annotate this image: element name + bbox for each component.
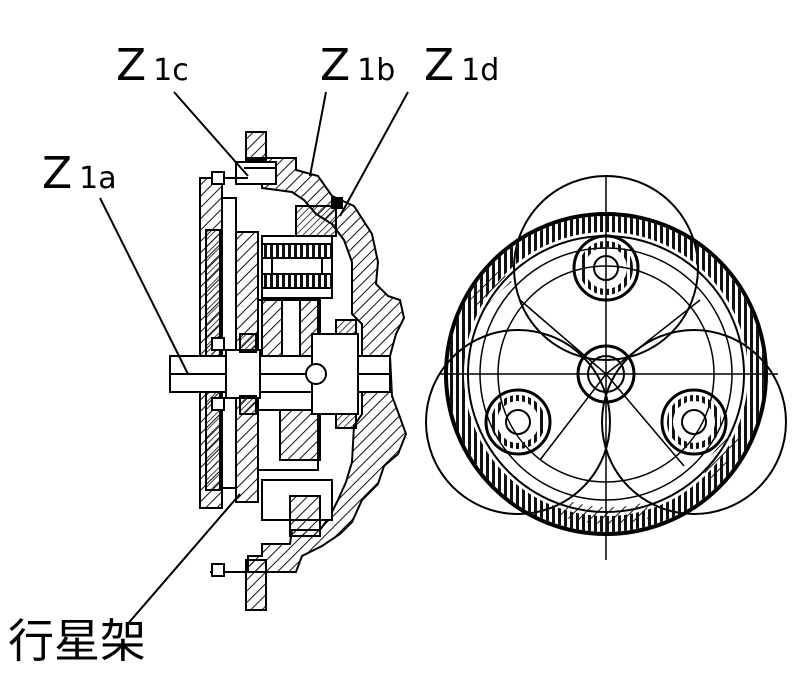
top-bolt [245, 131, 267, 161]
ring-gear-top [295, 205, 337, 237]
label-z1a-sub: 1a [79, 161, 117, 196]
planet-bearing-right [660, 388, 728, 456]
label-z1d-main: Z [424, 40, 456, 91]
leader-lines [99, 91, 409, 627]
housing-section [247, 157, 408, 573]
sun-gear [576, 344, 636, 404]
ring-gear-outer [444, 212, 768, 536]
planet-bearing-left [484, 388, 552, 456]
label-z1d-sub: 1d [461, 53, 500, 88]
planet-bearing-top [572, 234, 640, 302]
label-z1b-sub: 1b [357, 53, 396, 88]
planet-outline-left [425, 329, 611, 515]
label-z1c-main: Z [116, 40, 148, 91]
planet-outline-right [601, 329, 787, 515]
label-z1b-main: Z [320, 40, 352, 91]
label-planet-carrier: 行星架 [8, 614, 146, 668]
front-view [425, 175, 787, 560]
planet-outline-top [513, 175, 699, 361]
bottom-bolt [245, 559, 267, 611]
label-z1a-main: Z [42, 148, 74, 199]
label-z1c-sub: 1c [153, 53, 189, 88]
section-view [169, 131, 408, 611]
